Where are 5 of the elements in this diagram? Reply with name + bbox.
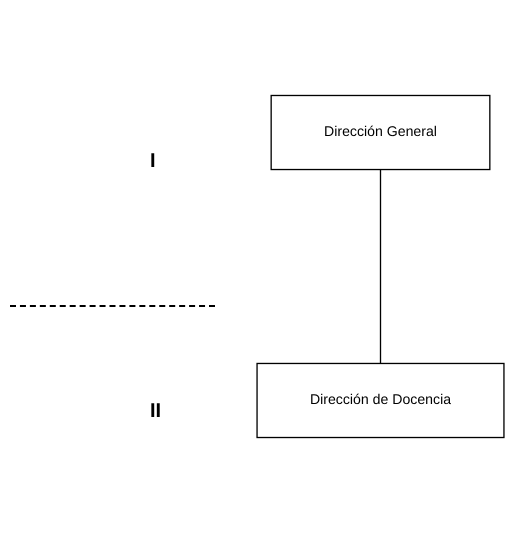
level-label: II xyxy=(150,400,162,423)
level-label: I xyxy=(150,150,156,173)
node-box: Dirección de Docencia xyxy=(256,362,505,438)
connector xyxy=(380,170,382,364)
node-box: Dirección General xyxy=(270,94,490,170)
